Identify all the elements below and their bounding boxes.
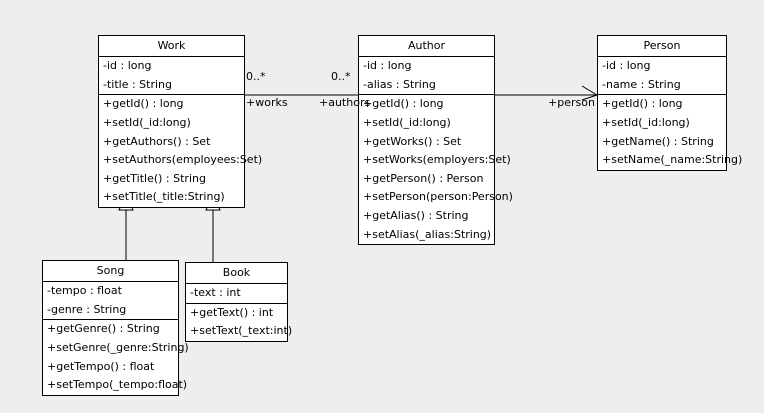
- attribute: -genre : String: [47, 302, 127, 316]
- method: +getId() : long: [103, 97, 184, 111]
- multiplicity-work-end: 0..*: [246, 70, 266, 83]
- class-name-work: Work: [99, 36, 244, 57]
- class-methods-book: +getText() : int +setText(_text:int): [186, 304, 293, 341]
- method: +setPerson(person:Person): [363, 190, 513, 204]
- class-name-author: Author: [359, 36, 494, 57]
- class-attributes-author: -id : long -alias : String: [359, 57, 494, 96]
- attribute: -alias : String: [363, 77, 436, 91]
- method: +setAlias(_alias:String): [363, 227, 492, 241]
- attribute: -id : long: [602, 59, 651, 72]
- class-box-author[interactable]: Author -id : long -alias : String +getId…: [358, 35, 513, 246]
- method: +getId() : long: [363, 97, 444, 111]
- class-name-book: Book: [186, 263, 287, 284]
- method: +getGenre() : String: [47, 322, 160, 336]
- multiplicity-author-end: 0..*: [331, 70, 351, 83]
- attribute: -id : long: [103, 59, 152, 72]
- method: +getName() : String: [602, 134, 714, 148]
- class-box-person[interactable]: Person -id : long -name : String +getId(…: [597, 35, 743, 171]
- class-methods-person: +getId() : long +setId(_id:long) +getNam…: [598, 95, 743, 170]
- class-attributes-song: -tempo : float -genre : String: [43, 282, 178, 321]
- method: +getAuthors() : Set: [103, 134, 211, 148]
- attribute: -text : int: [190, 286, 241, 299]
- method: +getId() : long: [602, 97, 683, 111]
- class-box-song[interactable]: Song -tempo : float -genre : String +get…: [42, 260, 189, 396]
- attribute: -title : String: [103, 77, 173, 91]
- role-person: +person: [548, 96, 595, 109]
- method: +getText() : int: [190, 305, 274, 319]
- method: +setTempo(_tempo:float): [47, 378, 188, 392]
- attribute: -name : String: [602, 77, 681, 91]
- method: +setTitle(_title:String): [103, 190, 225, 204]
- method: +getAlias() : String: [363, 209, 469, 223]
- class-name-song: Song: [43, 261, 178, 282]
- class-methods-work: +getId() : long +setId(_id:long) +getAut…: [99, 95, 263, 207]
- method: +setText(_text:int): [190, 324, 293, 338]
- method: +getWorks() : Set: [363, 134, 462, 148]
- class-name-person: Person: [598, 36, 726, 57]
- attribute: -tempo : float: [47, 284, 122, 297]
- class-attributes-book: -text : int: [186, 284, 287, 304]
- attribute: -id : long: [363, 59, 412, 72]
- class-methods-song: +getGenre() : String +setGenre(_genre:St…: [43, 320, 189, 395]
- method: +getPerson() : Person: [363, 171, 484, 185]
- class-box-book[interactable]: Book -text : int +getText() : int +setTe…: [185, 262, 293, 342]
- role-works: +works: [246, 96, 288, 109]
- method: +setWorks(employers:Set): [363, 153, 511, 167]
- arrowhead-person-upper: [581, 85, 598, 96]
- class-box-work[interactable]: Work -id : long -title : String +getId()…: [98, 35, 263, 209]
- method: +getTitle() : String: [103, 171, 206, 185]
- method: +setGenre(_genre:String): [47, 340, 189, 354]
- method: +setName(_name:String): [602, 153, 743, 167]
- class-attributes-work: -id : long -title : String: [99, 57, 244, 96]
- method: +getTempo() : float: [47, 359, 155, 373]
- method: +setId(_id:long): [602, 115, 690, 129]
- method: +setId(_id:long): [103, 115, 191, 129]
- class-methods-author: +getId() : long +setId(_id:long) +getWor…: [359, 95, 513, 244]
- role-authors: +authors: [319, 96, 371, 109]
- class-attributes-person: -id : long -name : String: [598, 57, 726, 96]
- method: +setId(_id:long): [363, 115, 451, 129]
- method: +setAuthors(employees:Set): [103, 153, 263, 167]
